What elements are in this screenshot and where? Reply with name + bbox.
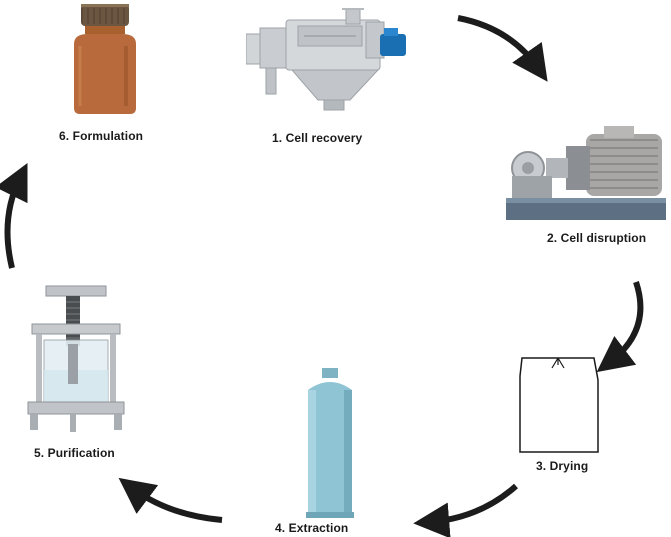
arrow-5-to-6: [0, 162, 28, 269]
bead-mill-motor-icon: [506, 126, 666, 220]
step-label-extraction: 4. Extraction: [275, 521, 349, 535]
purification-press-icon: [27, 285, 125, 432]
drying-bag-icon: [519, 357, 599, 453]
arrow-4-to-5: [118, 477, 223, 523]
centrifuge-icon: [246, 8, 406, 111]
step-label-formulation: 6. Formulation: [59, 129, 144, 143]
step-label-drying: 3. Drying: [536, 459, 589, 473]
step-label-cell-disruption: 2. Cell disruption: [547, 231, 647, 245]
arrow-3-to-4: [413, 483, 518, 537]
arrow-1-to-2: [457, 15, 548, 82]
extraction-column-icon: [306, 368, 354, 518]
arrow-2-to-3: [596, 281, 644, 373]
step-label-purification: 5. Purification: [34, 446, 115, 460]
step-label-cell-recovery: 1. Cell recovery: [272, 131, 363, 145]
bottle-icon: [74, 4, 136, 114]
